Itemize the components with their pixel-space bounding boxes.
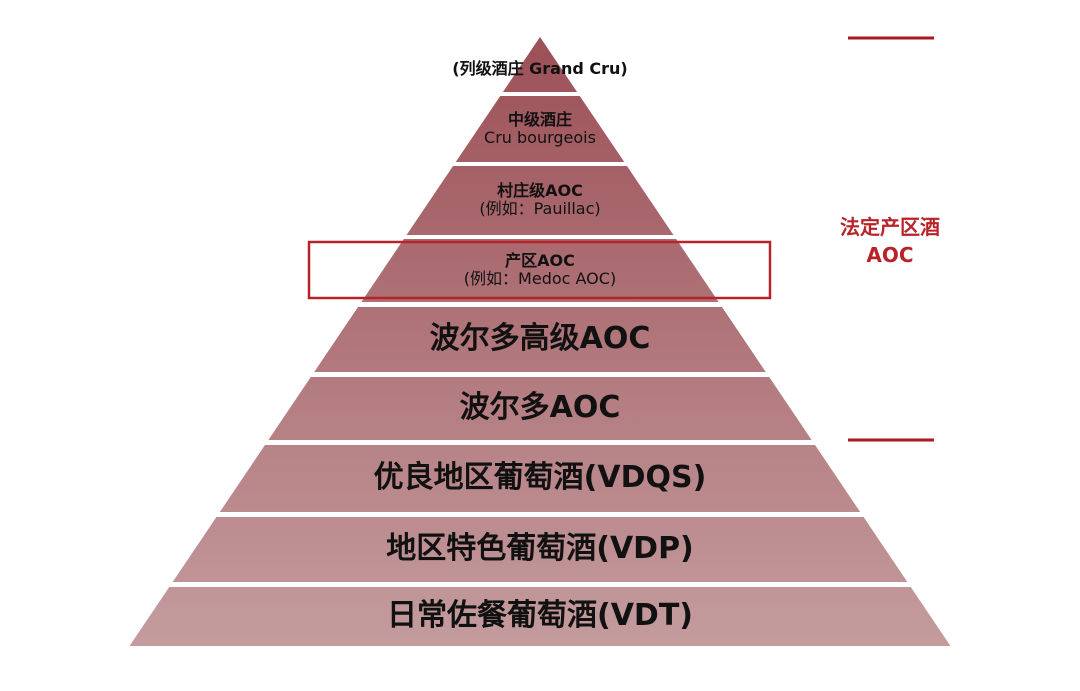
pyramid-level-8 xyxy=(129,587,951,646)
pyramid-level-label: 产区AOC(例如：Medoc AOC) xyxy=(0,251,1080,289)
pyramid-level-4 xyxy=(314,307,766,372)
level-label-line: (例如：Pauillac) xyxy=(479,199,601,219)
pyramid-level-label: 波尔多高级AOC xyxy=(0,322,1080,357)
level-label-line: 波尔多高级AOC xyxy=(429,321,651,357)
pyramid-level-6 xyxy=(219,445,861,512)
pyramid-level-0 xyxy=(502,37,578,92)
pyramid-level-label: (列级酒庄 Grand Cru) xyxy=(0,59,1080,78)
level-label-line: 产区AOC xyxy=(505,251,575,271)
pyramid-level-3 xyxy=(361,239,719,302)
level-label-line: (例如：Medoc AOC) xyxy=(463,269,617,289)
aoc-label-line2: AOC xyxy=(866,243,914,267)
pyramid-level-label: 优良地区葡萄酒(VDQS) xyxy=(0,461,1080,496)
pyramid-level-5 xyxy=(268,377,812,440)
level-label-line: 优良地区葡萄酒(VDQS) xyxy=(373,460,707,496)
level-label-line: 村庄级AOC xyxy=(497,181,583,201)
aoc-bracket-label: 法定产区酒 AOC xyxy=(820,213,960,269)
level-label-line: 中级酒庄 xyxy=(507,109,572,129)
level-label-line: (列级酒庄 Grand Cru) xyxy=(452,59,628,78)
pyramid-level-7 xyxy=(172,517,908,582)
pyramid-level-1 xyxy=(455,96,625,162)
level-label-line: 日常佐餐葡萄酒(VDT) xyxy=(386,598,693,634)
pyramid-level-2 xyxy=(406,166,674,235)
pyramid-level-label: 波尔多AOC xyxy=(0,391,1080,426)
pyramid-level-label: 村庄级AOC(例如：Pauillac) xyxy=(0,181,1080,219)
level-label-line: Cru bourgeois xyxy=(484,127,596,147)
highlight-box xyxy=(307,240,772,300)
pyramid-level-label: 日常佐餐葡萄酒(VDT) xyxy=(0,599,1080,634)
level-label-line: 波尔多AOC xyxy=(459,390,621,426)
pyramid-level-label: 地区特色葡萄酒(VDP) xyxy=(0,532,1080,567)
level-label-line: 地区特色葡萄酒(VDP) xyxy=(386,531,694,567)
aoc-label-line1: 法定产区酒 xyxy=(840,215,940,239)
